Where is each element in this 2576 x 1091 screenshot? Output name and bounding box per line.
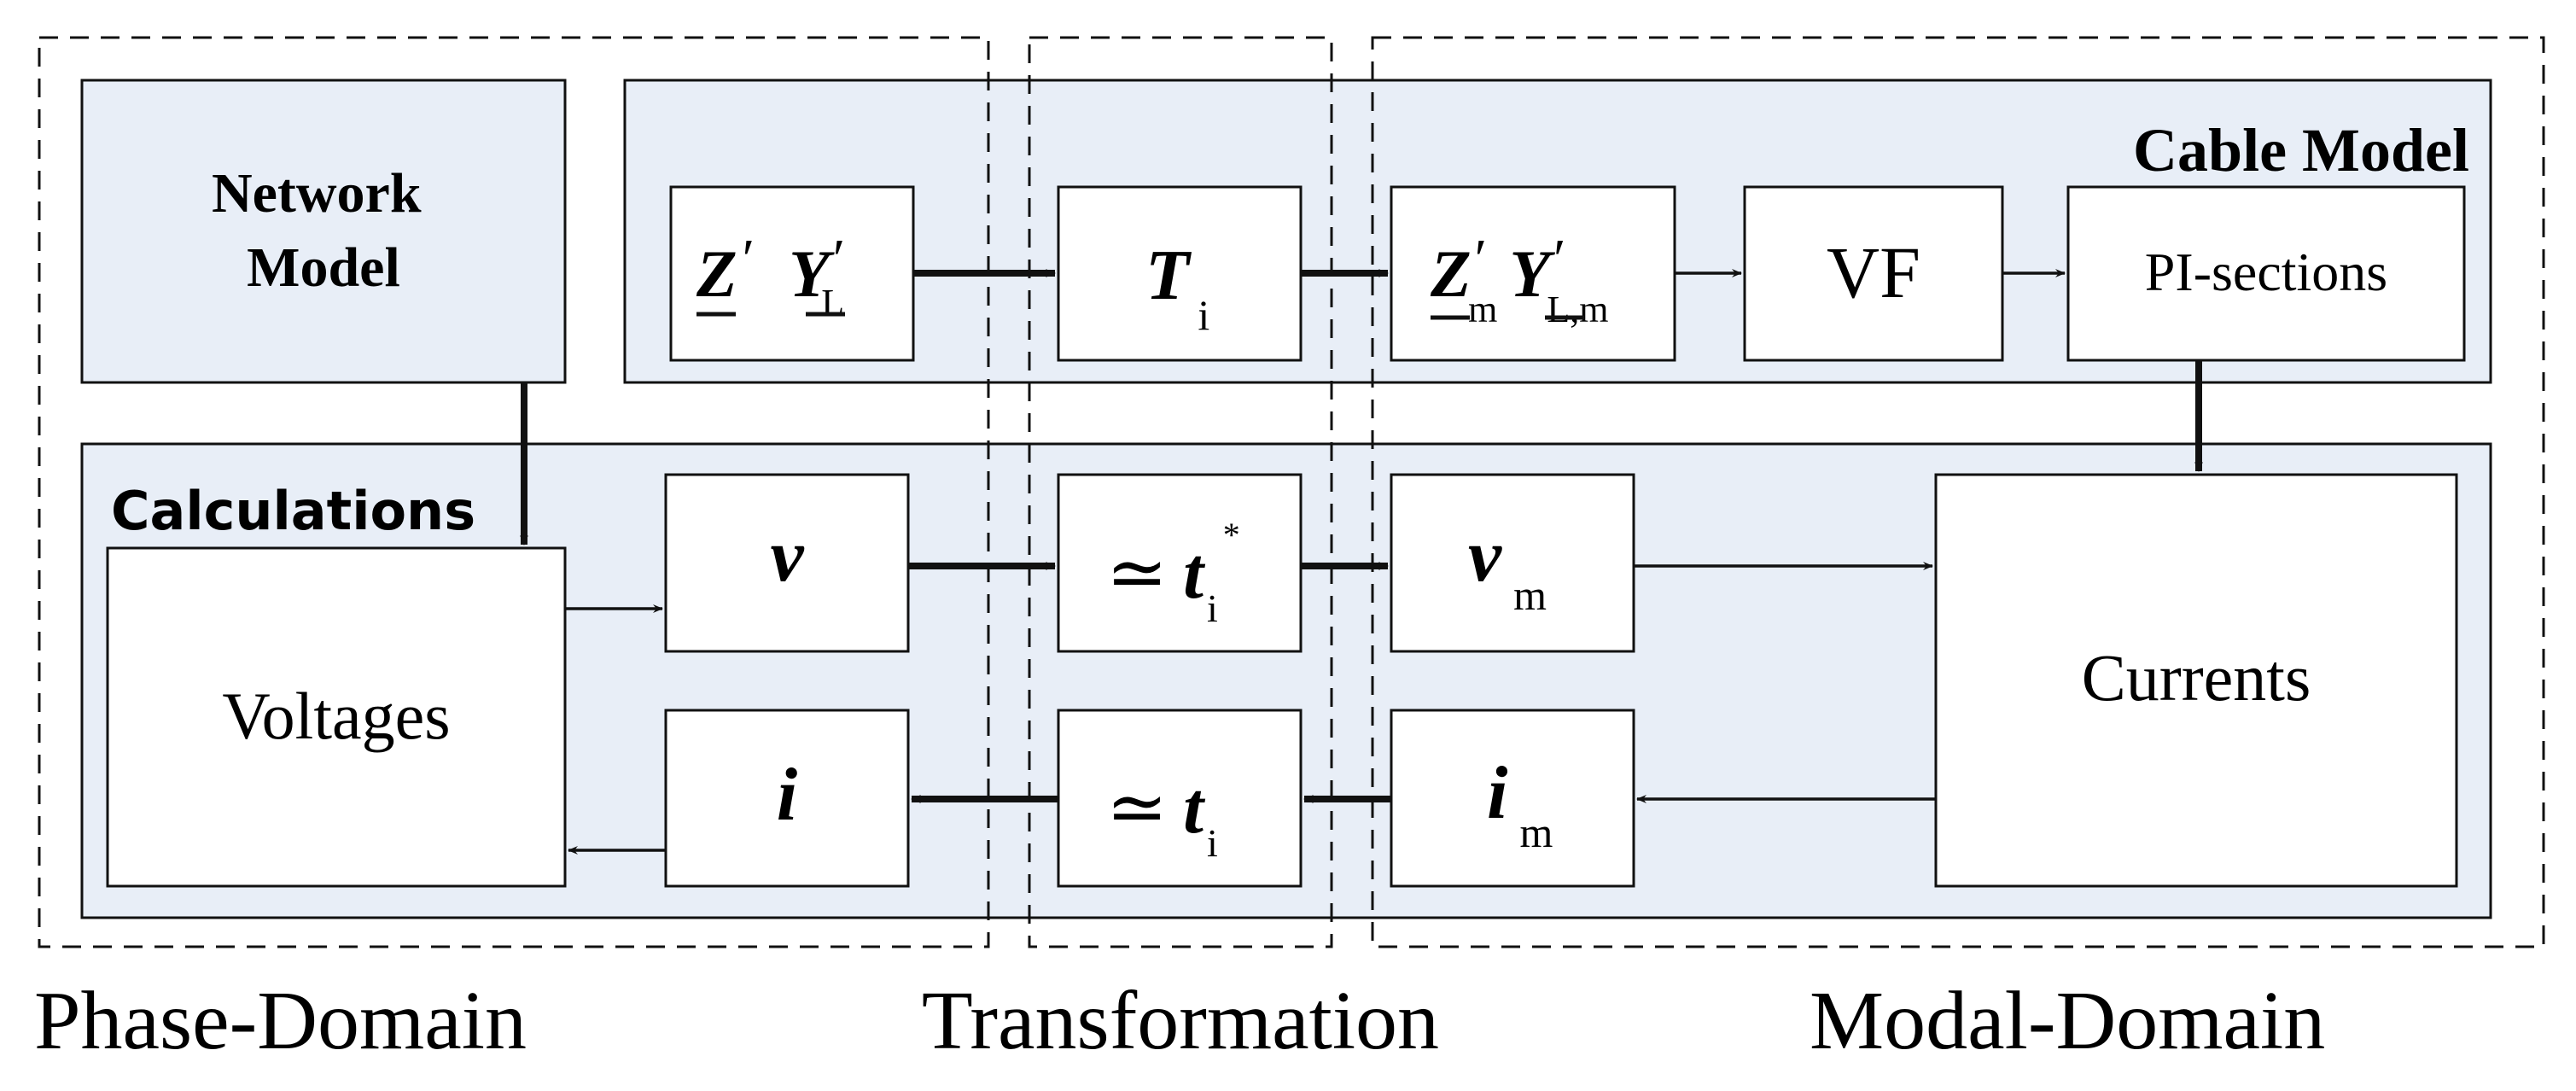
cable-model-title: Cable Model (2133, 116, 2469, 184)
y-symbol: Y (789, 236, 835, 311)
modal-voltage-box (1390, 473, 1635, 653)
zm-prime: ′ (1475, 228, 1487, 290)
y-subscript: L (821, 282, 844, 324)
z-symbol: Z (696, 236, 737, 311)
currents-label: Currents (2082, 640, 2311, 715)
backward-transform-label: ≃ti (1106, 767, 1218, 865)
phase-parameters-label: Z′Y′L (696, 228, 845, 324)
voltages-label: Voltages (222, 679, 450, 753)
phase-domain-border (38, 36, 990, 948)
voltage-vector-label: v (770, 515, 804, 598)
pi-sections-box (2066, 185, 2466, 362)
transformation-domain-border (1028, 36, 1333, 948)
ym-subscript: L,m (1547, 289, 1608, 330)
pi-sections-label: PI-sections (2145, 242, 2387, 302)
forward-t-superscript: * (1223, 516, 1240, 554)
current-vector-label: i (777, 754, 798, 837)
z-prime: ′ (743, 228, 755, 290)
t-symbol: T (1145, 236, 1192, 315)
ym-symbol: Y (1509, 236, 1555, 311)
vm-subscript: m (1513, 571, 1547, 619)
t-subscript: i (1198, 291, 1209, 339)
forward-transform-box (1057, 473, 1303, 653)
backward-t-subscript: i (1207, 821, 1218, 865)
im-symbol: i (1487, 752, 1508, 835)
network-model-label: Network Model (212, 162, 435, 299)
transformation-caption: Transformation (922, 975, 1439, 1067)
current-vector-box (664, 709, 910, 888)
forward-transform-label: ≃ti* (1106, 516, 1240, 630)
forward-approx-symbol: ≃ (1106, 532, 1168, 614)
network-model-line2: Model (247, 236, 400, 299)
backward-approx-symbol: ≃ (1106, 767, 1168, 849)
y-prime: ′ (833, 228, 845, 290)
backward-t-symbol: t (1183, 767, 1206, 849)
backward-transform-box (1057, 709, 1303, 888)
modal-domain-border (1371, 36, 2545, 948)
voltages-box (106, 546, 567, 888)
vector-fitting-box (1743, 185, 2004, 362)
vm-symbol: v (1468, 515, 1502, 598)
vector-fitting-label: VF (1827, 231, 1920, 313)
modal-domain-caption: Modal-Domain (1810, 975, 2325, 1067)
zm-subscript: m (1468, 289, 1497, 330)
calculations-title: Calculations (111, 480, 475, 542)
forward-t-symbol: t (1183, 532, 1206, 614)
network-model-panel (80, 79, 567, 384)
phase-domain-caption: Phase-Domain (34, 975, 527, 1067)
voltage-vector-box (664, 473, 910, 653)
modal-current-box (1390, 709, 1635, 888)
currents-box (1934, 473, 2458, 888)
zm-symbol: Z (1430, 236, 1472, 311)
im-subscript: m (1519, 808, 1553, 856)
forward-t-subscript: i (1207, 586, 1218, 630)
network-model-line1: Network (212, 162, 422, 225)
ym-prime: ′ (1553, 228, 1565, 290)
